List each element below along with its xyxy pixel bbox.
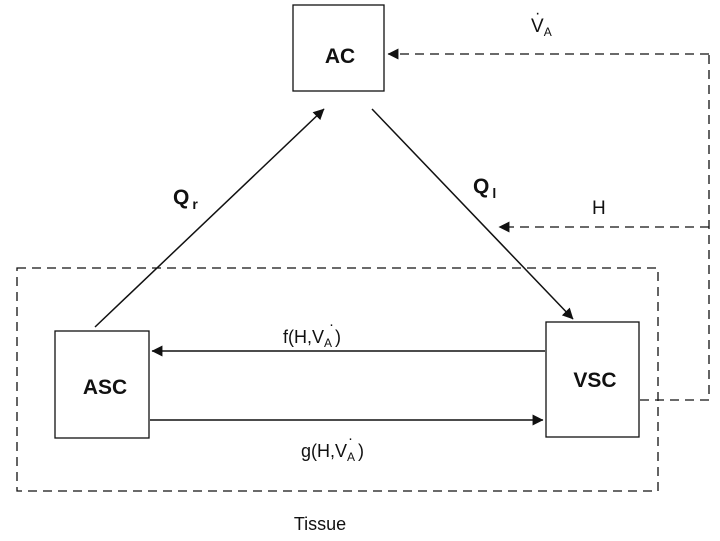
asc-box	[54, 330, 150, 439]
flow-f-dot: ·	[329, 316, 334, 333]
h-label: H	[592, 198, 606, 219]
ac-box	[292, 4, 385, 92]
tissue-region	[16, 267, 659, 492]
flow-g-dot: ·	[348, 430, 353, 447]
flow-ql-arrow	[371, 108, 574, 320]
feedback-line	[640, 54, 710, 401]
flow-g-label: g(H,VA)	[301, 441, 364, 464]
va-label: VA	[531, 16, 552, 39]
flow-f-label: f(H,VA)	[283, 327, 341, 350]
va-dot: ·	[535, 5, 540, 22]
vsc-box	[545, 321, 640, 438]
vsc-label: VSC	[573, 369, 616, 392]
asc-label: ASC	[83, 376, 127, 399]
flow-qr-arrow	[94, 108, 325, 328]
ac-label: AC	[325, 45, 355, 68]
tissue-label: Tissue	[294, 514, 346, 534]
